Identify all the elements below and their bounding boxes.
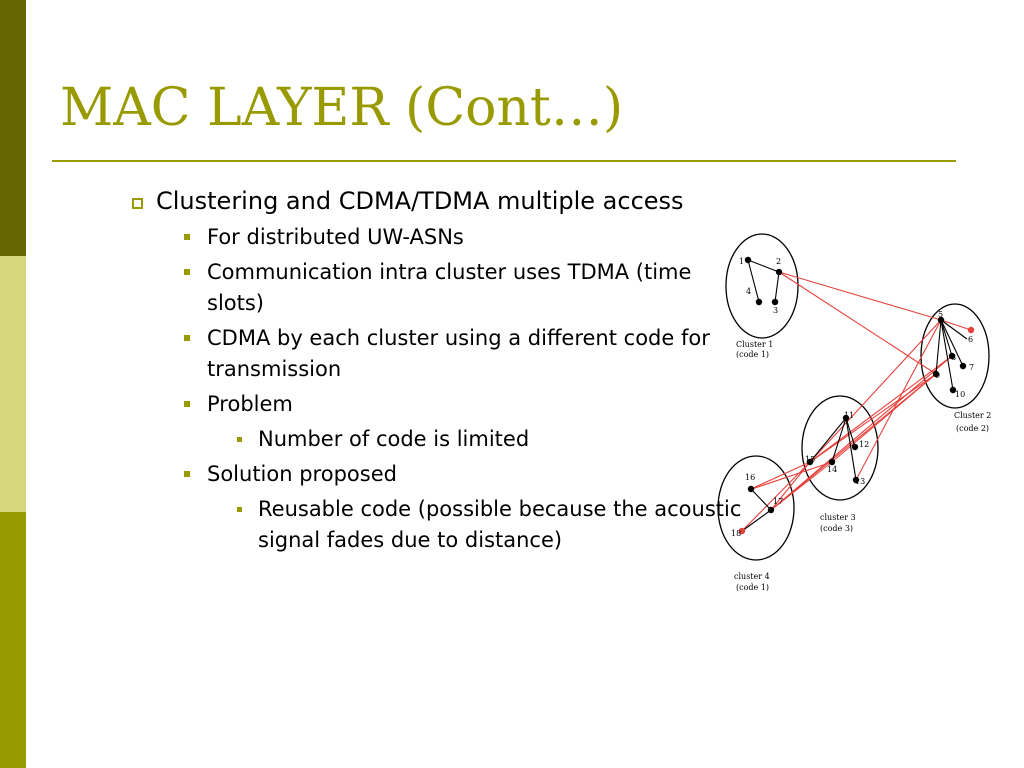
accent-bar-middle (0, 256, 26, 512)
node-label: 8 (951, 353, 956, 362)
node-label: 9 (935, 371, 940, 380)
bullet-text: Problem (207, 392, 293, 416)
node-label: 10 (955, 390, 965, 399)
node-label: 5 (938, 310, 943, 319)
cluster-4-code: (code 1) (736, 583, 769, 592)
node-15 (806, 458, 814, 466)
cluster-3-code: (code 3) (820, 524, 853, 533)
cluster-network-diagram: 1 2 3 4 5 6 7 8 9 10 11 12 13 14 15 16 1… (717, 233, 991, 592)
node-3 (771, 298, 779, 306)
square-bullet-icon (184, 269, 190, 275)
node-label: 12 (859, 440, 869, 449)
cluster-2-ellipse (920, 303, 990, 409)
bullet-text: Communication intra cluster uses TDMA (t… (207, 260, 692, 315)
bullet-list: Clustering and CDMA/TDMA multiple access… (132, 184, 742, 556)
sub-sub-bullet-item: Number of code is limited (235, 424, 742, 455)
node-16 (747, 485, 755, 493)
bullet-text: Solution proposed (207, 462, 397, 486)
node-5 (937, 316, 945, 324)
node-11 (842, 414, 850, 422)
bullet-text: Number of code is limited (258, 427, 530, 451)
node-label: 17 (773, 497, 783, 506)
square-bullet-icon (184, 401, 190, 407)
node-8 (948, 352, 956, 360)
node-4 (755, 298, 763, 306)
node-label: 2 (776, 257, 781, 266)
cluster-4-ellipse (717, 455, 795, 561)
intra-cluster-links (741, 259, 968, 532)
cluster-3-ellipse (801, 395, 879, 501)
sub-bullet-item: CDMA by each cluster using a different c… (184, 323, 742, 385)
node-17 (767, 506, 775, 514)
cluster-2-label: Cluster 2 (954, 411, 991, 420)
bullet-text: Reusable code (possible because the acou… (258, 497, 742, 552)
square-bullet-icon (184, 234, 190, 240)
node-1 (744, 256, 752, 264)
bullet-text: Clustering and CDMA/TDMA multiple access (156, 187, 684, 215)
small-square-bullet-icon (237, 437, 242, 442)
inter-cluster-links (741, 271, 972, 532)
cluster-3-label: cluster 3 (820, 513, 856, 522)
node-6 (967, 326, 975, 334)
small-square-bullet-icon (237, 507, 242, 512)
bullet-text: For distributed UW-ASNs (207, 225, 464, 249)
node-12 (851, 443, 859, 451)
node-label: 7 (969, 363, 974, 372)
network-nodes (738, 256, 975, 535)
square-bullet-icon (184, 471, 190, 477)
cluster-1-code: (code 1) (736, 350, 769, 359)
node-13 (852, 476, 860, 484)
node-label: 16 (745, 473, 755, 482)
node-label: 14 (827, 465, 837, 474)
node-label: 4 (746, 287, 751, 296)
node-18 (738, 527, 746, 535)
node-label: 6 (968, 335, 973, 344)
bullet-item: Clustering and CDMA/TDMA multiple access (132, 184, 742, 218)
bullet-text: CDMA by each cluster using a different c… (207, 326, 710, 381)
cluster-4-label: cluster 4 (734, 572, 770, 581)
hollow-square-bullet-icon (132, 198, 143, 209)
node-9 (932, 370, 940, 378)
sub-bullet-item: Problem (184, 389, 742, 420)
node-14 (828, 458, 836, 466)
sub-bullet-item: Communication intra cluster uses TDMA (t… (184, 257, 742, 319)
sub-bullet-item: Solution proposed (184, 459, 742, 490)
cluster-1-label: Cluster 1 (736, 340, 773, 349)
sub-bullet-item: For distributed UW-ASNs (184, 222, 742, 253)
node-2 (775, 268, 783, 276)
node-7 (959, 362, 967, 370)
square-bullet-icon (184, 335, 190, 341)
node-label: 13 (855, 477, 865, 486)
slide-title: MAC LAYER (Cont…) (60, 78, 624, 138)
node-label: 15 (805, 455, 815, 464)
accent-bar-top (0, 0, 26, 256)
title-underline (52, 160, 956, 162)
node-label: 3 (773, 306, 778, 315)
sub-sub-bullet-item: Reusable code (possible because the acou… (235, 494, 742, 556)
cluster-1-ellipse (725, 233, 799, 339)
node-label: 18 (731, 529, 741, 538)
left-accent-bar (0, 0, 26, 768)
node-label: 11 (844, 411, 854, 420)
node-10 (949, 386, 957, 394)
cluster-2-code: (code 2) (956, 424, 989, 433)
node-label: 1 (739, 257, 744, 266)
accent-bar-bottom (0, 512, 26, 768)
